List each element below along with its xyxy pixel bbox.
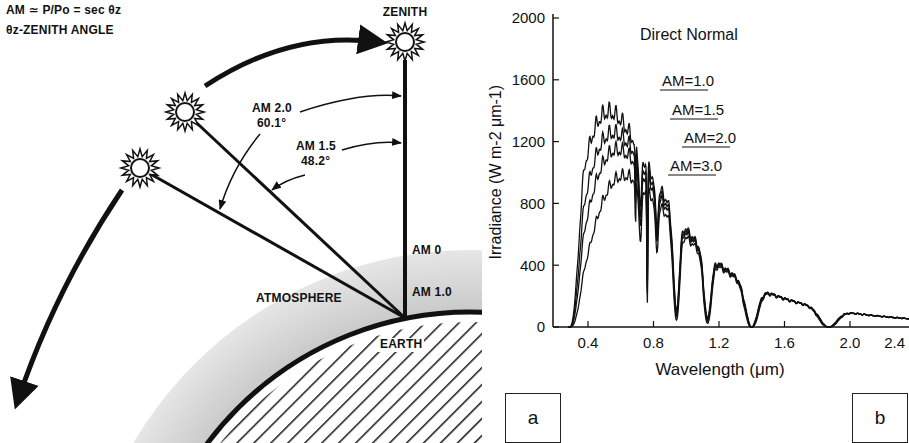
axis-note: θz-ZENITH ANGLE <box>6 24 114 38</box>
spectrum-curves <box>568 102 909 327</box>
y-tick-label: 0 <box>537 318 545 335</box>
axis-ticks <box>553 18 909 327</box>
atmosphere-label: ATMOSPHERE <box>256 292 342 306</box>
sun-rays <box>386 23 424 61</box>
angle-arrow <box>342 142 401 150</box>
y-tick <box>553 141 559 142</box>
spectrum-line <box>568 169 909 327</box>
sun-disc <box>176 103 194 121</box>
x-tick-label: 0.4 <box>578 334 599 351</box>
sun-rays <box>166 93 204 131</box>
air-mass-label: AM 2.0 <box>252 102 292 116</box>
y-tick-label: 1600 <box>512 71 545 88</box>
earth-label: EARTH <box>378 338 424 352</box>
y-tick <box>553 17 559 18</box>
zenith-ray <box>403 60 407 318</box>
zenith-label: ZENITH <box>383 6 428 20</box>
legend-underline <box>682 146 730 147</box>
sun-symbols <box>121 23 424 187</box>
x-tick-label: 2.0 <box>840 334 861 351</box>
legend-label: AM=3.0 <box>668 157 724 174</box>
legend-label: AM=1.0 <box>660 72 716 89</box>
panel-letter: b <box>875 407 886 429</box>
sun-disc <box>396 33 414 51</box>
legend-underline <box>660 89 708 90</box>
spectrum-line <box>568 142 909 327</box>
x-tick <box>653 321 654 327</box>
angle-arrow <box>220 134 260 209</box>
angle-value: 48.2° <box>301 155 330 169</box>
y-tick-label: 400 <box>520 257 545 274</box>
y-tick <box>553 203 559 204</box>
angle-value: 60.1° <box>257 117 286 131</box>
legend-underline <box>668 174 716 175</box>
x-axis <box>553 326 909 328</box>
sun-disc <box>131 159 149 177</box>
legend-label: AM=1.5 <box>670 101 726 118</box>
sun-path-arrow <box>18 190 122 400</box>
sun-rays <box>121 149 159 187</box>
y-axis <box>552 14 554 327</box>
earth-outline <box>142 312 482 443</box>
sun-path-arrow <box>205 40 378 86</box>
earth-hatching <box>152 322 482 443</box>
angle-arrow <box>300 95 401 112</box>
chart-subtitle: Direct Normal <box>640 26 738 44</box>
x-tick <box>784 321 785 327</box>
legend-label: AM=2.0 <box>682 129 738 146</box>
air-mass-label: AM 1.5 <box>296 140 336 154</box>
y-tick-label: 2000 <box>512 9 545 26</box>
x-tick <box>718 321 719 327</box>
legend-underline <box>670 118 718 119</box>
x-tick <box>587 321 588 327</box>
air-mass-illustration <box>18 23 482 443</box>
x-axis-title: Wavelength (μm) <box>655 360 784 380</box>
y-tick-label: 800 <box>520 195 545 212</box>
x-tick-label: 1.2 <box>709 334 730 351</box>
y-tick <box>553 265 559 266</box>
spectrum-line <box>568 102 909 327</box>
y-tick-label: 1200 <box>512 133 545 150</box>
x-tick <box>849 321 850 327</box>
x-tick-label: 2.4 <box>884 334 905 351</box>
spectrum-chart <box>553 14 909 327</box>
atmosphere-band <box>80 250 482 443</box>
formula: AM ≃ P/Po = sec θz <box>6 4 121 18</box>
air-mass-label: AM 0 <box>412 244 441 258</box>
panel-letter-box: a <box>505 393 561 443</box>
sun-ray-am20 <box>140 168 405 318</box>
x-tick-label: 0.8 <box>643 334 664 351</box>
x-tick-label: 1.6 <box>774 334 795 351</box>
y-axis-title: Irradiance (W m-2 μm-1) <box>487 85 505 260</box>
earth-ground <box>142 312 482 443</box>
panel-letter-box: b <box>852 393 908 443</box>
air-mass-label: AM 1.0 <box>412 286 452 300</box>
y-tick <box>553 79 559 80</box>
panel-letter: a <box>528 407 539 429</box>
y-tick <box>553 326 559 327</box>
sun-ray-am15 <box>185 112 405 318</box>
spectrum-line <box>568 124 909 327</box>
angle-arrow <box>272 175 305 190</box>
